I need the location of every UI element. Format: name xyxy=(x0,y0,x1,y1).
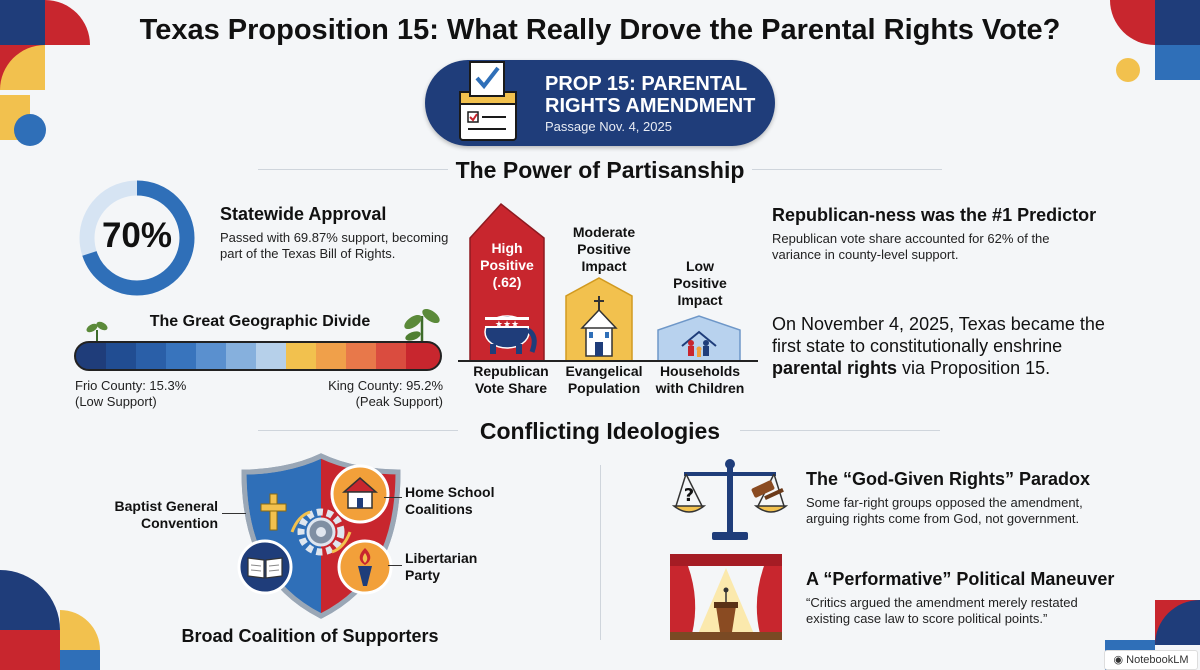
supporter-homeschool-1: Home School xyxy=(405,484,495,500)
church-icon xyxy=(580,296,618,357)
section-divider-right xyxy=(752,169,942,170)
high-county-note: (Peak Support) xyxy=(355,394,443,409)
watermark-label: NotebookLM xyxy=(1126,654,1189,666)
badge-line-1: PROP 15: PARENTAL xyxy=(545,73,748,95)
paradox-title: The “God-Given Rights” Paradox xyxy=(806,469,1091,489)
maneuver-desc-1: “Critics argued the amendment merely res… xyxy=(806,595,1078,610)
stage-podium-icon xyxy=(670,554,782,640)
schoolhouse-icon xyxy=(330,464,390,524)
fact-rest: via Proposition 15. xyxy=(897,358,1051,378)
torch-icon xyxy=(337,539,393,595)
section-heading-partisanship: The Power of Partisanship xyxy=(455,157,745,183)
elephant-icon: ★★★ xyxy=(484,315,537,354)
bar1-impact-3: (.62) xyxy=(492,274,522,290)
section-heading-ideologies: Conflicting Ideologies xyxy=(479,418,721,444)
gavel-icon xyxy=(751,480,784,501)
approval-desc-1: Passed with 69.87% support, becoming xyxy=(220,230,449,245)
column-divider xyxy=(600,465,601,640)
supporter-libertarian-1: Libertarian xyxy=(405,550,478,566)
page-title: Texas Proposition 15: What Really Drove … xyxy=(139,14,1061,46)
section2-divider-right xyxy=(740,430,940,431)
approval-title: Statewide Approval xyxy=(220,204,387,224)
gear-icon xyxy=(297,508,345,556)
donut-value: 70% xyxy=(101,216,173,255)
predictor-bars: ★★★ xyxy=(458,202,758,362)
predictor-desc-1: Republican vote share accounted for 62% … xyxy=(772,231,1050,246)
divide-title: The Great Geographic Divide xyxy=(149,313,371,330)
corner-decoration-top-left xyxy=(0,0,90,146)
bar1-label-2: Vote Share xyxy=(474,380,548,396)
maneuver-desc-2: existing case law to score political poi… xyxy=(806,611,1048,626)
cross-icon xyxy=(260,493,287,531)
family-house-icon xyxy=(681,330,717,357)
bar1-impact-1: High xyxy=(491,240,523,256)
fact-line-1: On November 4, 2025, Texas became the xyxy=(772,314,1105,334)
paradox-desc-1: Some far-right groups opposed the amendm… xyxy=(806,495,1083,510)
bar-households xyxy=(657,315,741,362)
leader-line-homeschool xyxy=(384,497,402,498)
badge-date: Passage Nov. 4, 2025 xyxy=(545,119,672,134)
paradox-desc-2: arguing rights come from God, not govern… xyxy=(806,511,1080,526)
watermark-logo-icon: ◉ xyxy=(1113,654,1127,666)
approval-donut-arc xyxy=(79,180,195,296)
fact-line-2: first state to constitutionally enshrine xyxy=(772,336,1063,356)
bar3-label-2: with Children xyxy=(655,380,745,396)
leader-line-baptist xyxy=(222,513,246,514)
predictor-desc-2: variance in county-level support. xyxy=(772,247,959,262)
notebooklm-watermark: ◉ NotebookLM xyxy=(1104,650,1198,670)
bar3-impact-1: Low xyxy=(686,258,714,274)
low-county-note: (Low Support) xyxy=(75,394,157,409)
book-icon xyxy=(237,539,293,595)
fact-line-3: parental rights via Proposition 15. xyxy=(772,357,1050,379)
svg-text:★★★: ★★★ xyxy=(495,320,519,330)
bar1-impact-2: Positive xyxy=(480,257,534,273)
section-divider-left xyxy=(258,169,448,170)
approval-desc-2: part of the Texas Bill of Rights. xyxy=(220,246,396,261)
bar2-label-1: Evangelical xyxy=(565,363,643,379)
leader-line-libertarian xyxy=(388,565,402,566)
bar2-label-2: Population xyxy=(567,380,641,396)
badge-line-2: RIGHTS AMENDMENT xyxy=(545,95,756,117)
fact-emphasis: parental rights xyxy=(772,358,898,378)
bar3-label-1: Households xyxy=(659,363,741,379)
bar2-impact-3: Impact xyxy=(581,258,627,274)
supporter-libertarian-2: Party xyxy=(405,567,441,583)
corner-decoration-top-right xyxy=(1110,0,1200,82)
support-gradient-bar xyxy=(74,341,442,371)
maneuver-title: A “Performative” Political Maneuver xyxy=(806,569,1115,589)
balance-scale-icon: ? xyxy=(672,459,789,540)
section2-divider-left xyxy=(258,430,458,431)
predictor-title: Republican-ness was the #1 Predictor xyxy=(772,205,1097,225)
bar1-label-1: Republican xyxy=(473,363,549,379)
low-county-label: Frio County: 15.3% xyxy=(75,378,187,393)
supporter-baptist-1: Baptist General xyxy=(114,498,218,514)
supporter-baptist-2: Convention xyxy=(141,515,218,531)
ballot-box-icon xyxy=(459,61,517,141)
corner-decoration-bottom-left xyxy=(0,570,100,670)
bar3-impact-2: Positive xyxy=(673,275,727,291)
supporter-homeschool-2: Coalitions xyxy=(405,501,473,517)
bar2-impact-1: Moderate xyxy=(572,224,636,240)
approval-donut xyxy=(79,180,195,296)
coalition-title: Broad Coalition of Supporters xyxy=(181,626,439,646)
svg-text:?: ? xyxy=(684,485,694,506)
high-county-label: King County: 95.2% xyxy=(328,378,443,393)
bar2-impact-2: Positive xyxy=(577,241,631,257)
bar3-impact-3: Impact xyxy=(677,292,723,308)
